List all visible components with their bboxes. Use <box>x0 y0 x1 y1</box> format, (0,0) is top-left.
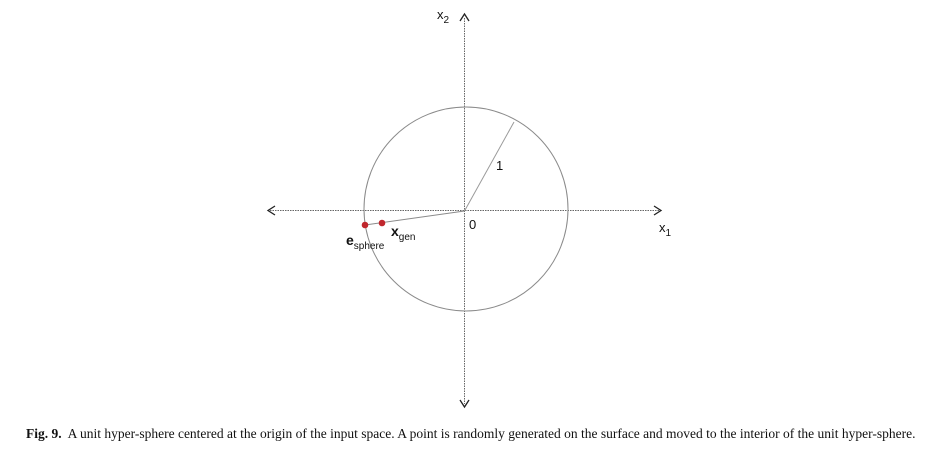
x-gen-label-sub: gen <box>398 232 416 243</box>
x1-axis-label-sub: 1 <box>665 228 672 239</box>
e-sphere-label-base: e <box>346 232 354 248</box>
unit-circle <box>363 106 569 312</box>
e-sphere-label-sub: sphere <box>353 241 385 252</box>
origin-label: 0 <box>469 217 477 232</box>
figure-unit-hypersphere: x2 x1 1 0 esphere xgen <box>266 8 671 409</box>
e-sphere-label: esphere <box>346 233 384 252</box>
x1-axis-arrow-left <box>266 205 276 216</box>
figure-canvas <box>266 12 663 409</box>
caption-label: Fig. 9. <box>26 426 62 441</box>
x2-axis-label: x2 <box>437 8 449 26</box>
caption-text: A unit hyper-sphere centered at the orig… <box>67 426 916 441</box>
x2-axis-arrow-bottom <box>459 399 470 409</box>
x-gen-point <box>378 219 386 227</box>
e-sphere-point <box>361 221 369 229</box>
x2-axis-label-sub: 2 <box>443 15 450 26</box>
x2-axis-arrow-top <box>459 12 470 22</box>
x2-axis-label-base: x <box>437 7 444 22</box>
x1-axis-label: x1 <box>659 221 671 239</box>
x1-axis-label-base: x <box>659 220 666 235</box>
x-gen-label: xgen <box>391 224 415 243</box>
x1-axis-arrow-right <box>653 205 663 216</box>
radius-label: 1 <box>496 158 504 173</box>
figure-caption: Fig. 9. A unit hyper-sphere centered at t… <box>26 425 918 442</box>
x-gen-label-base: x <box>391 223 399 239</box>
radius-line <box>464 121 515 212</box>
